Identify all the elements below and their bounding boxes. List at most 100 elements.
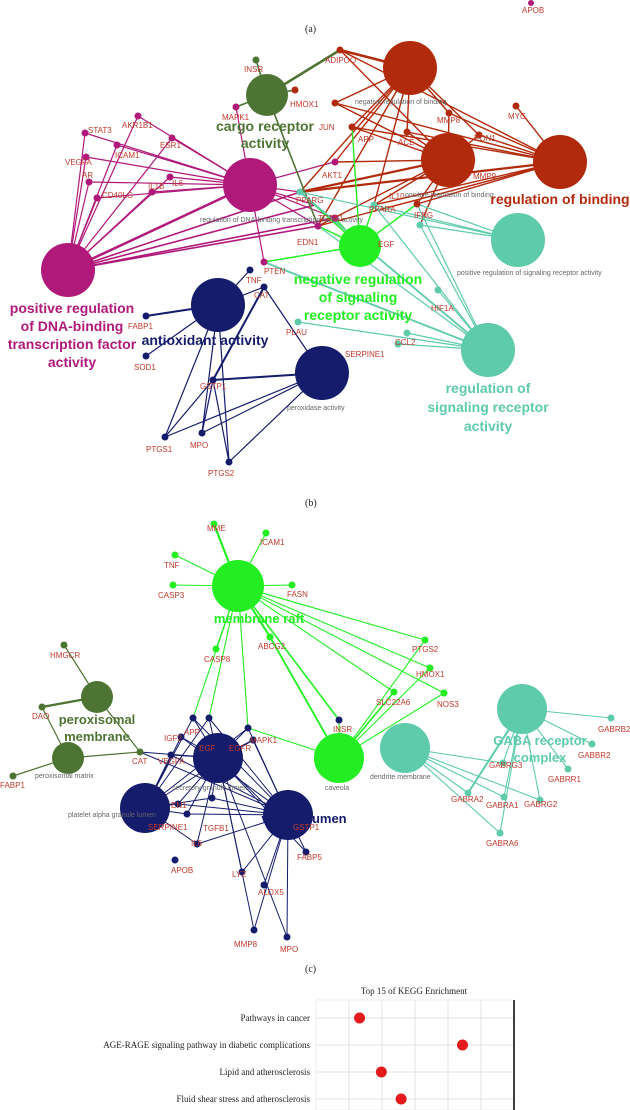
svg-text:TNF: TNF xyxy=(164,561,180,570)
svg-text:PON1: PON1 xyxy=(474,134,496,143)
svg-text:HMGCR: HMGCR xyxy=(50,651,80,660)
label-posdna-3: transcription factor xyxy=(8,336,137,352)
term-positive-regulation-binding: positive regulation of binding xyxy=(405,192,494,199)
label-negsig-3: receptor activity xyxy=(304,307,412,323)
svg-text:GSTP1: GSTP1 xyxy=(293,823,320,832)
svg-text:APOB: APOB xyxy=(171,866,193,875)
svg-text:NOS3: NOS3 xyxy=(437,700,459,709)
svg-text:IGF2: IGF2 xyxy=(164,734,182,743)
svg-text:MPO: MPO xyxy=(280,945,298,954)
label-regsig-2: signaling receptor xyxy=(427,399,549,415)
svg-text:LYZ: LYZ xyxy=(232,870,246,879)
svg-text:FASN: FASN xyxy=(287,590,308,599)
svg-text:CASP8: CASP8 xyxy=(204,655,231,664)
kegg-point xyxy=(375,1066,387,1078)
svg-text:MAPK1: MAPK1 xyxy=(250,736,278,745)
label-posdna-4: activity xyxy=(48,354,96,370)
kegg-point xyxy=(395,1093,407,1105)
svg-text:FABP5: FABP5 xyxy=(297,853,322,862)
label-regulation-of-binding: regulation of binding xyxy=(490,191,629,207)
gene-label-apob-top: APOB xyxy=(522,6,544,15)
svg-text:HMOX1: HMOX1 xyxy=(416,670,445,679)
svg-text:MME: MME xyxy=(207,524,226,533)
kegg-chart: Top 15 of KEGG Enrichment Pathways in ca… xyxy=(103,986,515,1110)
svg-text:CASP3: CASP3 xyxy=(158,591,185,600)
panel-b-gene-dots xyxy=(81,46,520,466)
svg-text:AKR1B1: AKR1B1 xyxy=(122,121,153,130)
svg-text:MPO: MPO xyxy=(190,441,208,450)
svg-text:GABRB2: GABRB2 xyxy=(598,725,630,734)
term-peroxisomal-matrix: peroxisomal matrix xyxy=(35,773,94,780)
svg-text:EGF: EGF xyxy=(378,240,395,249)
term-dendrite-membrane: dendrite membrane xyxy=(370,774,431,781)
node-peroxisomal-membrane xyxy=(81,681,113,713)
node-caveola xyxy=(314,733,364,783)
svg-text:GABRG3: GABRG3 xyxy=(489,761,523,770)
svg-text:GABRR1: GABRR1 xyxy=(548,775,581,784)
kegg-grid xyxy=(316,1000,514,1110)
svg-text:APP: APP xyxy=(184,728,200,737)
svg-text:ABCG2: ABCG2 xyxy=(258,642,286,651)
svg-text:FABP1: FABP1 xyxy=(128,322,153,331)
svg-text:GABBR2: GABBR2 xyxy=(578,751,611,760)
panel-c-network: MME ICAM1 TNF FASN CASP3 ABCG2 CASP8 PTG… xyxy=(0,520,630,954)
svg-text:FABP1: FABP1 xyxy=(0,781,25,790)
svg-text:MYC: MYC xyxy=(508,112,526,121)
svg-text:GABRA2: GABRA2 xyxy=(451,795,484,804)
term-peroxidase-activity: peroxidase activity xyxy=(287,405,345,412)
svg-text:PPARG: PPARG xyxy=(296,196,323,205)
svg-text:GABRA6: GABRA6 xyxy=(486,839,519,848)
svg-text:ADIPOQ: ADIPOQ xyxy=(325,56,356,65)
svg-text:IL1B: IL1B xyxy=(148,182,164,191)
svg-text:PLAU: PLAU xyxy=(286,328,307,337)
node-antioxidant-activity xyxy=(191,278,245,332)
label-posdna-2: of DNA-binding xyxy=(21,318,124,334)
label-cargo-1: cargo receptor xyxy=(216,118,315,134)
svg-text:EGFR: EGFR xyxy=(229,744,251,753)
svg-text:EGF: EGF xyxy=(199,744,216,753)
node-platelet-alpha-granule-lumen xyxy=(120,783,170,833)
label-antioxidant-activity: antioxidant activity xyxy=(142,332,269,348)
svg-text:HIF1A: HIF1A xyxy=(431,304,454,313)
node-dendrite-membrane xyxy=(380,723,430,773)
label-perox-1: peroxisomal xyxy=(59,712,136,727)
svg-text:TNF: TNF xyxy=(246,276,262,285)
svg-text:IL10: IL10 xyxy=(389,192,405,201)
kegg-row-label: Pathways in cancer xyxy=(241,1013,310,1023)
term-secretory-granule-lumen: secretory granule lumen xyxy=(172,785,247,792)
node-gaba-receptor-complex xyxy=(497,684,547,734)
svg-text:MAPK1: MAPK1 xyxy=(222,113,250,122)
svg-text:CAT: CAT xyxy=(132,757,148,766)
svg-text:HMOX1: HMOX1 xyxy=(290,100,319,109)
panel-label-a: (a) xyxy=(305,24,316,35)
svg-text:ESR1: ESR1 xyxy=(160,141,181,150)
apob-node-top xyxy=(528,0,534,6)
svg-text:IL6: IL6 xyxy=(172,179,184,188)
term-caveola: caveola xyxy=(325,785,349,792)
node-vesicle-lumen xyxy=(263,790,313,840)
svg-text:SLC22A6: SLC22A6 xyxy=(376,698,411,707)
node-cargo-receptor-activity xyxy=(246,74,288,116)
label-perox-2: membrane xyxy=(64,729,130,744)
kegg-point xyxy=(354,1012,366,1024)
label-regsig-3: activity xyxy=(464,418,512,434)
svg-text:PTEN: PTEN xyxy=(264,267,286,276)
svg-text:STAT3: STAT3 xyxy=(88,126,112,135)
node-peroxisomal-matrix xyxy=(52,742,84,774)
panel-b-gene-labels: INSR ADIPOQ HMOX1 MAPK1 STAT3 AKR1B1 ESR… xyxy=(65,56,526,478)
svg-text:TGFB1: TGFB1 xyxy=(203,824,229,833)
svg-text:INSR: INSR xyxy=(333,725,352,734)
svg-text:SOD1: SOD1 xyxy=(134,363,156,372)
panel-label-b: (b) xyxy=(305,498,317,509)
svg-text:INSR: INSR xyxy=(244,65,263,74)
node-regulation-dna-tf xyxy=(223,158,277,212)
svg-text:VEGFA: VEGFA xyxy=(158,757,185,766)
svg-text:APP: APP xyxy=(358,135,374,144)
svg-text:EDN1: EDN1 xyxy=(297,238,319,247)
node-regulation-of-binding xyxy=(533,135,587,189)
label-gaba-1: GABA receptor xyxy=(493,733,586,748)
kegg-points xyxy=(354,1012,469,1105)
node-positive-regulation-binding xyxy=(421,133,475,187)
